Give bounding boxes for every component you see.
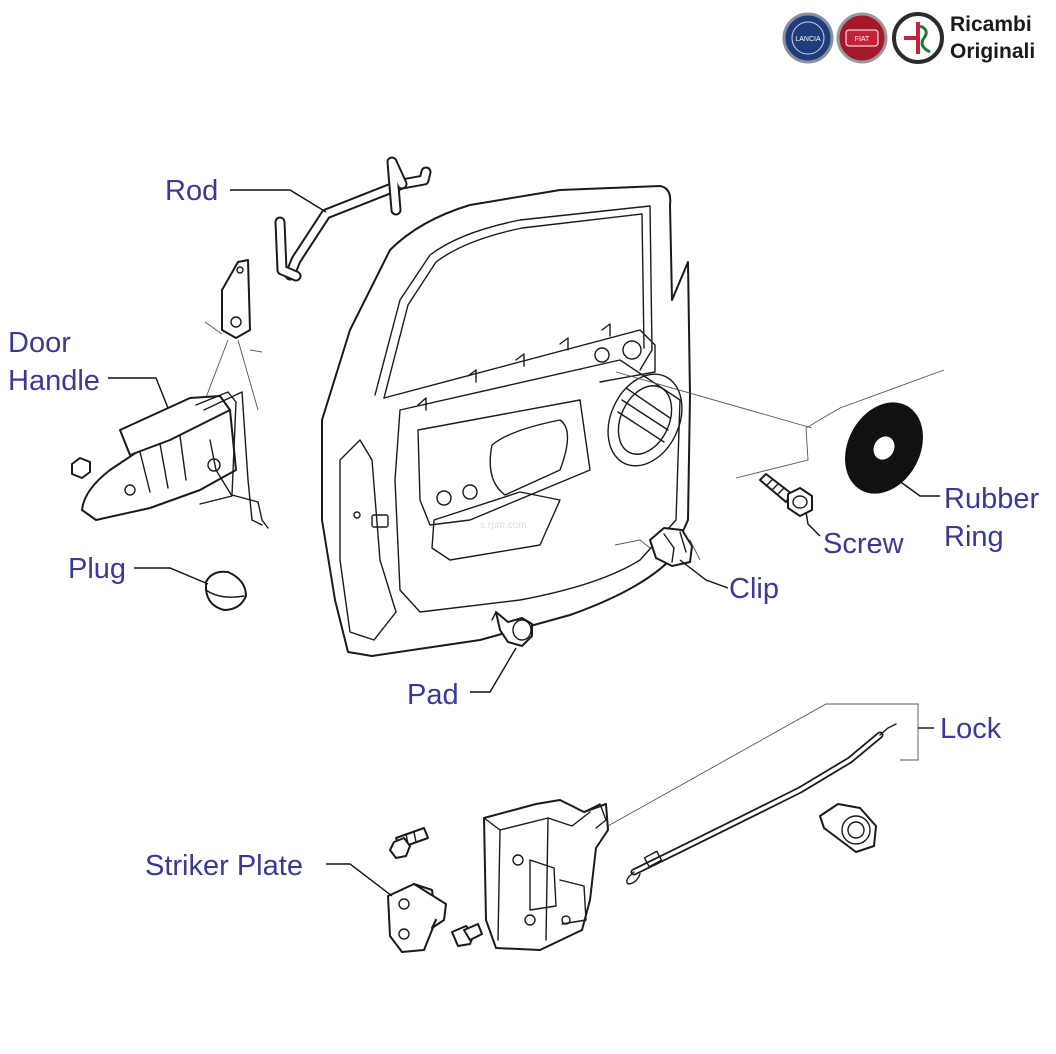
striker-plate-part bbox=[387, 827, 483, 953]
rod-part bbox=[274, 156, 432, 282]
leader-lines bbox=[108, 189, 940, 897]
label-rubber-ring-line2: Ring bbox=[944, 521, 1004, 553]
fiat-logo: FIAT bbox=[836, 12, 888, 64]
alfa-romeo-logo bbox=[892, 12, 944, 64]
door-frame bbox=[321, 185, 691, 657]
label-pad: Pad bbox=[407, 679, 459, 711]
lock-connector-part bbox=[819, 803, 877, 853]
label-rod: Rod bbox=[165, 175, 218, 207]
label-rubber-ring-line1: Rubber bbox=[944, 483, 1039, 515]
brand-title-line2: Originali bbox=[950, 40, 1035, 63]
fiat-logo-text: FIAT bbox=[855, 36, 870, 43]
rubber-ring-part bbox=[615, 369, 945, 494]
label-plug: Plug bbox=[68, 553, 126, 585]
label-striker-plate: Striker Plate bbox=[145, 850, 303, 882]
part-labels: Rod Door Handle Plug Pad Clip Screw Rubb… bbox=[8, 175, 1039, 882]
label-door-handle-line1: Door bbox=[8, 327, 71, 359]
watermark-text: s.rpm.com bbox=[480, 520, 527, 531]
label-lock: Lock bbox=[940, 713, 1002, 745]
screw-part bbox=[759, 473, 813, 517]
door-handle-part bbox=[71, 391, 269, 529]
door-lock-part bbox=[483, 799, 609, 951]
pad-part bbox=[491, 611, 533, 647]
label-clip: Clip bbox=[729, 573, 779, 605]
label-door-handle-line2: Handle bbox=[8, 365, 100, 397]
brand-header: LANCIA FIAT Ricambi Originali bbox=[782, 12, 1035, 64]
clip-part bbox=[614, 527, 701, 567]
lancia-logo-text: LANCIA bbox=[795, 36, 821, 43]
lancia-logo: LANCIA bbox=[782, 12, 834, 64]
lock-cable-part bbox=[589, 703, 919, 885]
plug-part bbox=[205, 570, 247, 611]
brand-title-line1: Ricambi bbox=[950, 13, 1032, 36]
label-screw: Screw bbox=[823, 528, 905, 560]
handle-bracket bbox=[204, 259, 263, 411]
